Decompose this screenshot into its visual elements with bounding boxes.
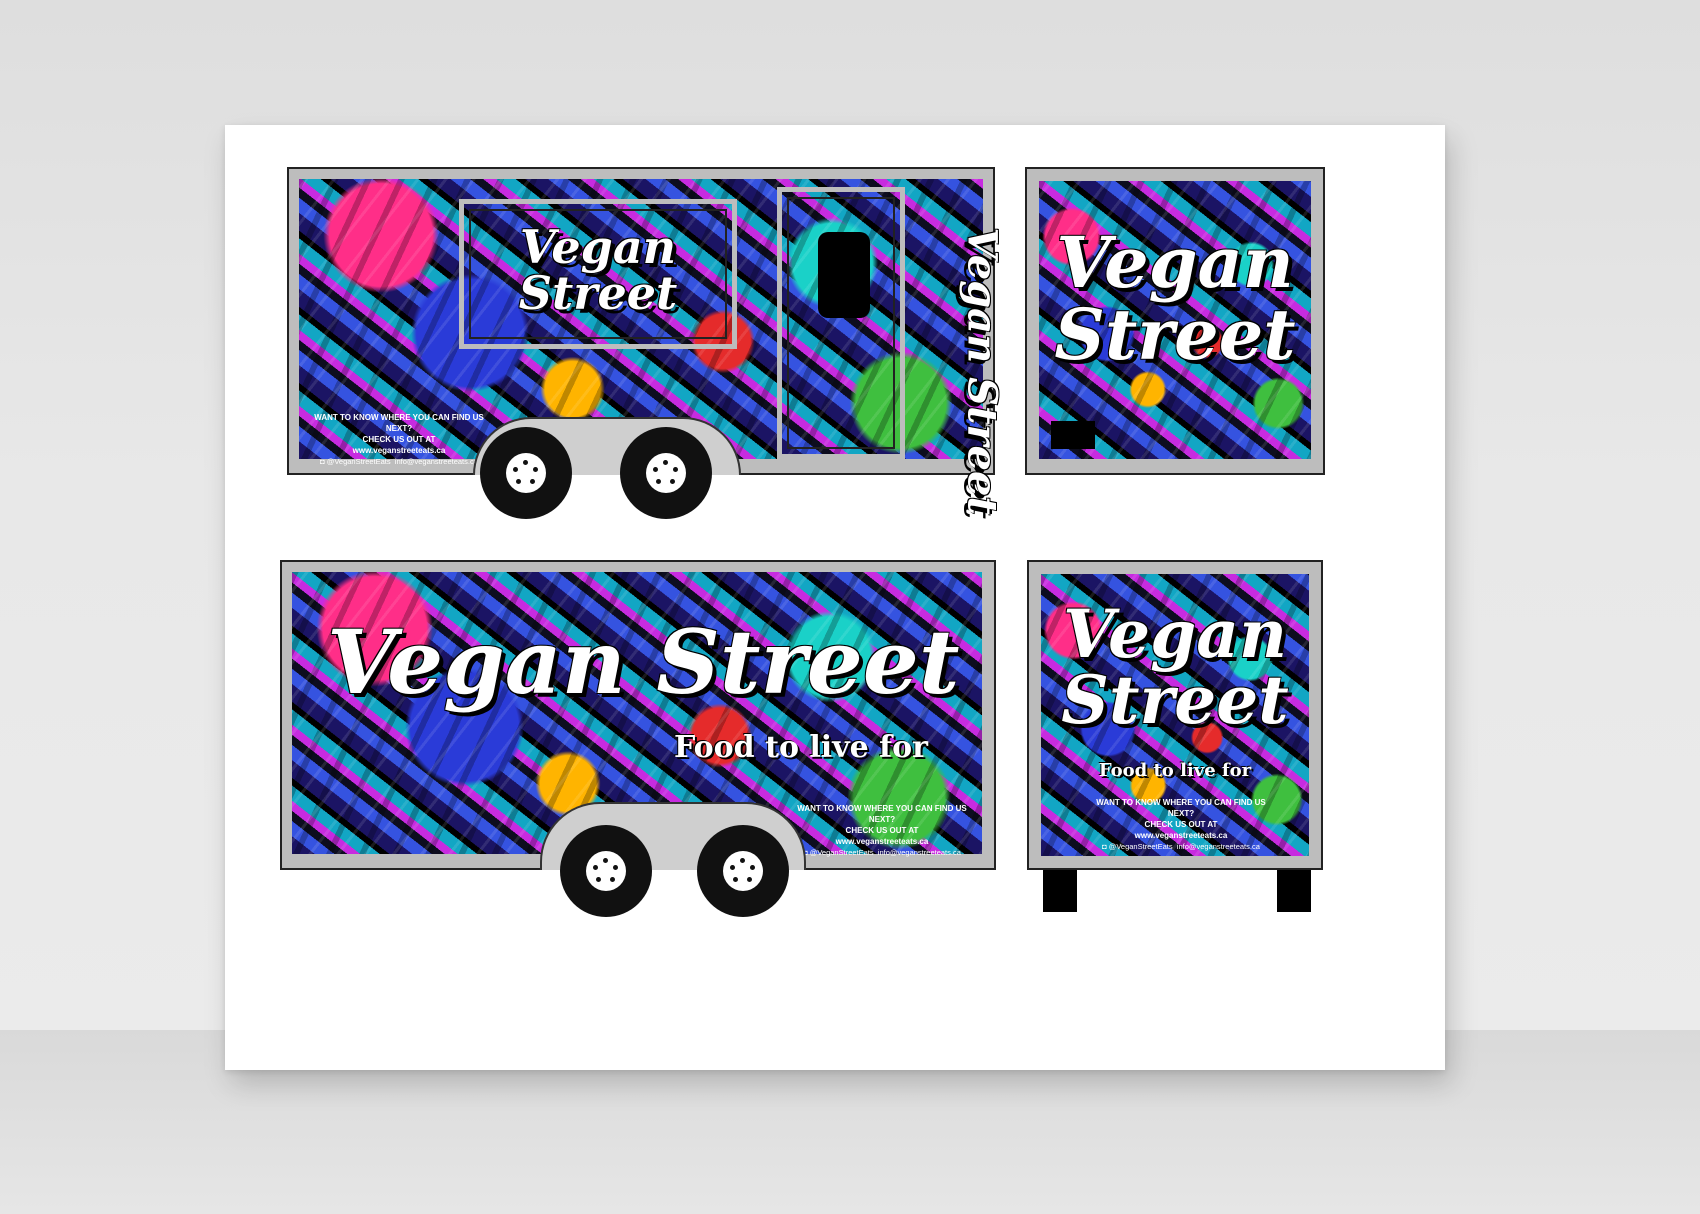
trailer-leg-right xyxy=(1277,870,1311,912)
info-url: www.veganstreeteats.ca xyxy=(1134,831,1228,840)
wheel-icon xyxy=(697,825,789,917)
info-question: WANT TO KNOW WHERE YOU CAN FIND US NEXT? xyxy=(314,413,484,433)
back-logo-line2: Street xyxy=(1054,293,1296,376)
wheel-icon xyxy=(560,825,652,917)
social-handle: @VeganStreetEats xyxy=(326,457,391,466)
wheel-icon xyxy=(480,427,572,519)
back-logo-line2: Street xyxy=(1061,661,1289,739)
poster-board: Vegan Street Vegan Street WANT TO KNOW W… xyxy=(225,125,1445,1070)
info-question: WANT TO KNOW WHERE YOU CAN FIND US NEXT? xyxy=(1096,798,1266,818)
instagram-icon: ◘ xyxy=(320,457,327,466)
info-social: ◘ @VeganStreetEats info@veganstreeteats.… xyxy=(305,456,493,467)
trailer-back-bottom: Vegan Street Food to live for WANT TO KN… xyxy=(1027,560,1323,870)
serving-window-inner xyxy=(469,209,727,339)
side-logo: Vegan Street xyxy=(327,610,960,714)
trailer-side-bottom: Vegan Street Food to live for WANT TO KN… xyxy=(280,560,996,870)
trailer-leg-left xyxy=(1043,870,1077,912)
info-check: CHECK US OUT AT xyxy=(362,435,436,444)
email: info@veganstreeteats.ca xyxy=(1176,842,1260,851)
serving-window: Vegan Street xyxy=(459,199,737,349)
trailer-door-inner xyxy=(787,197,895,449)
vertical-logo: Vegan Street xyxy=(958,227,1006,515)
info-check: CHECK US OUT AT xyxy=(845,826,919,835)
graffiti-art xyxy=(1041,574,1309,856)
contact-info-bottom: WANT TO KNOW WHERE YOU CAN FIND US NEXT?… xyxy=(782,800,982,861)
social-handle: @VeganStreetEats xyxy=(1108,842,1173,851)
graffiti-art xyxy=(1039,181,1311,459)
email: info@veganstreeteats.ca xyxy=(394,457,478,466)
trailer-back-top: Vegan Street xyxy=(1025,167,1325,475)
info-check: CHECK US OUT AT xyxy=(1144,820,1218,829)
trailer-side-top: Vegan Street Vegan Street WANT TO KNOW W… xyxy=(287,167,1005,515)
info-social: ◘ @VeganStreetEats info@veganstreeteats.… xyxy=(1087,841,1275,852)
window-logo-line2: Street xyxy=(518,266,678,320)
back-logo-line1: Vegan xyxy=(1056,221,1294,304)
back-tagline: Food to live for xyxy=(1098,760,1252,781)
license-plate-area xyxy=(1051,421,1095,449)
info-url: www.veganstreeteats.ca xyxy=(352,446,446,455)
graffiti-art xyxy=(299,179,983,459)
instagram-icon: ◘ xyxy=(1102,842,1109,851)
info-social: ◘ @VeganStreetEats info@veganstreeteats.… xyxy=(788,847,976,858)
wheel-icon xyxy=(620,427,712,519)
window-logo-line1: Vegan xyxy=(519,220,677,274)
trailer-door xyxy=(777,187,905,459)
door-window xyxy=(818,232,870,318)
contact-info-back: WANT TO KNOW WHERE YOU CAN FIND US NEXT?… xyxy=(1081,794,1281,855)
contact-info-top: WANT TO KNOW WHERE YOU CAN FIND US NEXT?… xyxy=(299,409,499,470)
info-question: WANT TO KNOW WHERE YOU CAN FIND US NEXT? xyxy=(797,804,967,824)
back-logo-line1: Vegan xyxy=(1062,595,1288,673)
email: info@veganstreeteats.ca xyxy=(877,848,961,857)
side-tagline: Food to live for xyxy=(674,730,928,765)
social-handle: @VeganStreetEats xyxy=(809,848,874,857)
info-url: www.veganstreeteats.ca xyxy=(835,837,929,846)
